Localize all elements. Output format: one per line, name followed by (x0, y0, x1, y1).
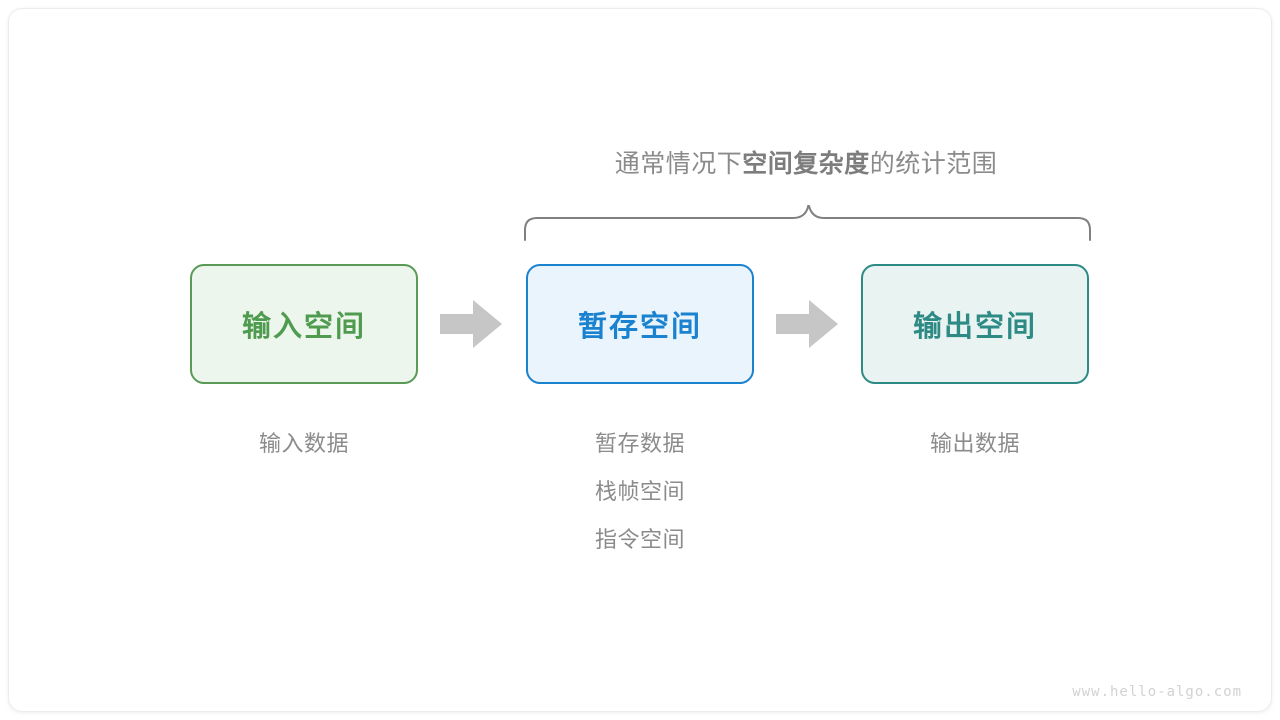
caption-output-data: 输出数据 (929, 431, 1020, 456)
box-buffer-space[interactable]: 暂存空间 (526, 264, 754, 384)
right-arrow-icon (440, 300, 502, 348)
scope-brace (505, 190, 1110, 256)
caption-column-buffer: 暂存数据 栈帧空间 指令空间 (526, 420, 754, 564)
space-boxes: 输入空间 暂存空间 输出空间 (0, 264, 1280, 386)
brace-title-prefix: 通常情况下 (614, 150, 743, 178)
caption-input-data: 输入数据 (258, 431, 349, 456)
box-input-space-label: 输入空间 (241, 311, 366, 343)
watermark: www.hello-algo.com (1072, 684, 1242, 700)
caption-column-input: 输入数据 (190, 420, 418, 468)
brace-icon (524, 205, 1091, 241)
box-buffer-space-label: 暂存空间 (577, 311, 702, 343)
box-input-space[interactable]: 输入空间 (190, 264, 418, 384)
caption-instruction-space: 指令空间 (594, 527, 685, 552)
box-output-space[interactable]: 输出空间 (861, 264, 1089, 384)
right-arrow-icon (776, 300, 838, 348)
caption-column-output: 输出数据 (861, 420, 1089, 468)
brace-title-suffix: 的统计范围 (869, 150, 998, 178)
caption-buffer-data: 暂存数据 (594, 431, 685, 456)
brace-title: 通常情况下空间复杂度的统计范围 (0, 144, 1280, 180)
caption-stack-frame-space: 栈帧空间 (594, 479, 685, 504)
arrow-input-to-buffer (440, 300, 502, 348)
arrow-buffer-to-output (776, 300, 838, 348)
box-output-space-label: 输出空间 (912, 311, 1037, 343)
brace-title-emphasis: 空间复杂度 (742, 150, 870, 178)
